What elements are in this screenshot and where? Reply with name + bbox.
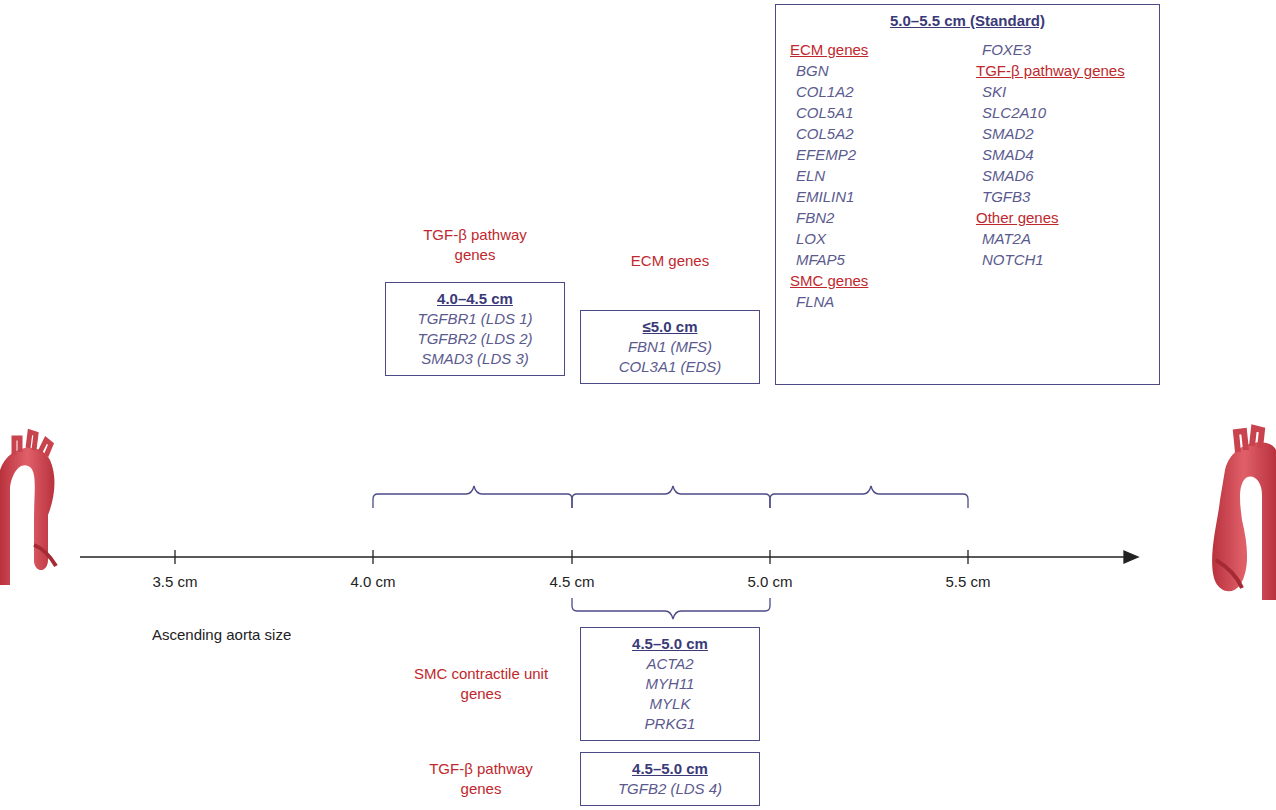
- gene-name: LOX: [790, 228, 868, 249]
- gene-name: TGFB2 (LDS 4): [589, 779, 751, 799]
- group-heading: TGF-β pathway genes: [413, 225, 538, 265]
- gene-name: SMAD4: [976, 144, 1125, 165]
- gene-name: FLNA: [790, 291, 868, 312]
- gene-name: SMAD3 (LDS 3): [394, 349, 556, 369]
- aorta-left: [0, 432, 56, 585]
- gene-name: SKI: [976, 81, 1125, 102]
- gene-name: MYLK: [589, 694, 751, 714]
- gene-name: MAT2A: [976, 228, 1125, 249]
- gene-name: PRKG1: [589, 714, 751, 734]
- gene-name: ELN: [790, 165, 868, 186]
- gene-name: FBN2: [790, 207, 868, 228]
- gene-name: SLC2A10: [976, 102, 1125, 123]
- tick-label: 5.5 cm: [945, 573, 990, 590]
- group-heading: TGF-β pathway genes: [411, 759, 551, 799]
- gene-column: FOXE3TGF-β pathway genesSKISLC2A10SMAD2S…: [976, 39, 1125, 270]
- range-title: 5.0–5.5 cm (Standard): [784, 11, 1151, 31]
- gene-name: ACTA2: [589, 654, 751, 674]
- tick-label: 4.0 cm: [350, 573, 395, 590]
- gene-name: COL3A1 (EDS): [589, 357, 751, 377]
- axis-title: Ascending aorta size: [152, 626, 291, 643]
- gene-name: SMAD2: [976, 123, 1125, 144]
- gene-box: SMC contractile unit genes4.5–5.0 cmACTA…: [580, 627, 760, 741]
- gene-name: EFEMP2: [790, 144, 868, 165]
- group-heading: TGF-β pathway genes: [976, 60, 1125, 81]
- group-heading: SMC genes: [790, 270, 868, 291]
- gene-name: FOXE3: [976, 39, 1125, 60]
- gene-name: EMILIN1: [790, 186, 868, 207]
- gene-name: FBN1 (MFS): [589, 337, 751, 357]
- gene-name: BGN: [790, 60, 868, 81]
- gene-box: ECM genes≤5.0 cmFBN1 (MFS)COL3A1 (EDS): [580, 310, 760, 384]
- range-title: 4.5–5.0 cm: [589, 634, 751, 654]
- range-title: ≤5.0 cm: [589, 317, 751, 337]
- brackets: [373, 486, 968, 619]
- gene-name: TGFB3: [976, 186, 1125, 207]
- group-heading: ECM genes: [790, 39, 868, 60]
- range-title: 4.0–4.5 cm: [394, 289, 556, 309]
- gene-name: SMAD6: [976, 165, 1125, 186]
- gene-name: MYH11: [589, 674, 751, 694]
- gene-name: COL5A2: [790, 123, 868, 144]
- gene-column: ECM genesBGNCOL1A2COL5A1COL5A2EFEMP2ELNE…: [790, 39, 868, 312]
- gene-name: TGFBR2 (LDS 2): [394, 329, 556, 349]
- gene-box: TGF-β pathway genes4.5–5.0 cmTGFB2 (LDS …: [580, 752, 760, 806]
- group-heading: Other genes: [976, 207, 1125, 228]
- gene-name: MFAP5: [790, 249, 868, 270]
- aorta-right: [1212, 428, 1276, 600]
- gene-box: 5.0–5.5 cm (Standard)ECM genesBGNCOL1A2C…: [775, 4, 1160, 385]
- axis: [80, 550, 1138, 564]
- gene-name: TGFBR1 (LDS 1): [394, 309, 556, 329]
- gene-box: TGF-β pathway genes4.0–4.5 cmTGFBR1 (LDS…: [385, 282, 565, 376]
- tick-label: 3.5 cm: [152, 573, 197, 590]
- gene-name: COL1A2: [790, 81, 868, 102]
- group-heading: SMC contractile unit genes: [411, 664, 551, 704]
- gene-name: NOTCH1: [976, 249, 1125, 270]
- range-title: 4.5–5.0 cm: [589, 759, 751, 779]
- gene-name: COL5A1: [790, 102, 868, 123]
- group-heading: ECM genes: [608, 251, 733, 271]
- tick-label: 5.0 cm: [747, 573, 792, 590]
- tick-label: 4.5 cm: [549, 573, 594, 590]
